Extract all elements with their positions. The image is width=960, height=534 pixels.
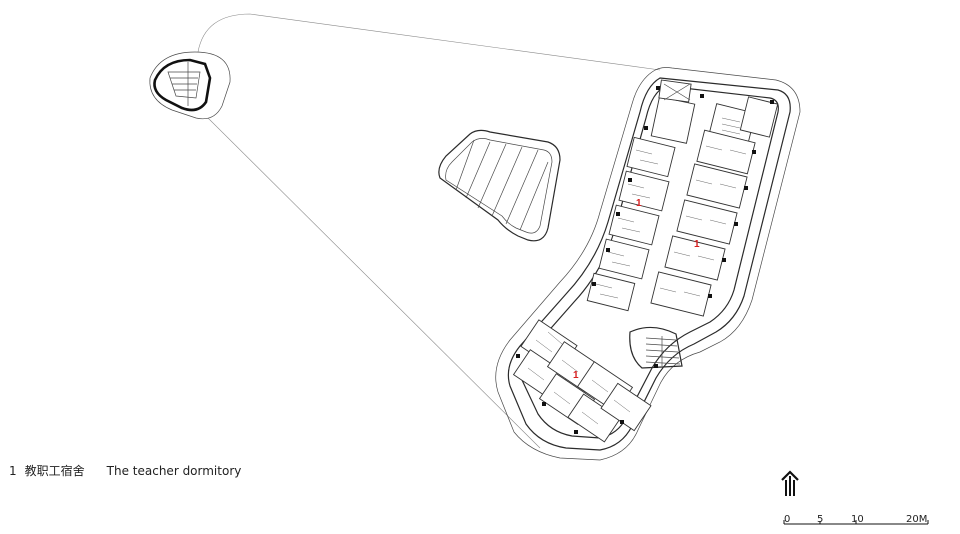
structural-columns xyxy=(516,86,774,434)
stair-core xyxy=(629,326,683,369)
room-tag: 1 xyxy=(694,239,700,250)
stair-pavilion xyxy=(149,51,231,120)
scale-bar xyxy=(781,470,929,525)
slatted-canopy xyxy=(438,129,561,242)
scale-tick-0: 0 xyxy=(784,514,791,525)
scale-bar-ruler xyxy=(783,520,929,525)
legend-label-cn: 教职工宿舍 xyxy=(24,464,85,478)
room-tag: 1 xyxy=(636,198,642,209)
room-furniture xyxy=(527,117,747,425)
scale-tick-10: 10 xyxy=(851,514,864,525)
legend: 1 教职工宿舍 The teacher dormitory xyxy=(9,462,241,479)
scale-tick-5: 5 xyxy=(817,514,824,525)
legend-label-en: The teacher dormitory xyxy=(106,464,242,478)
legend-number: 1 xyxy=(9,464,17,478)
scale-tick-20m: 20M xyxy=(906,514,928,525)
site-outline xyxy=(197,13,661,449)
room-tag: 1 xyxy=(573,370,579,381)
north-arrow-icon xyxy=(781,470,799,496)
dormitory-building: 1 1 1 xyxy=(495,67,801,461)
